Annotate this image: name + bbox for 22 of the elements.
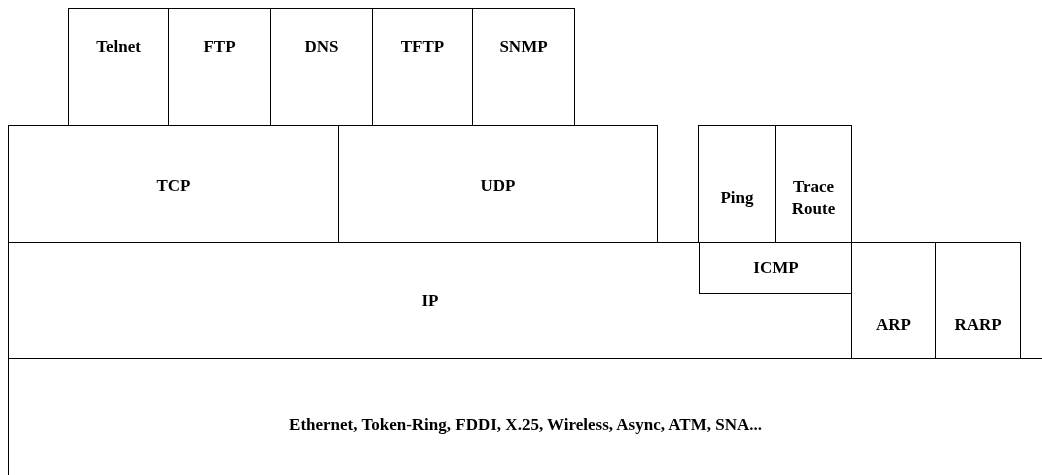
protocol-label: UDP	[480, 175, 516, 197]
protocol-label: TFTP	[400, 36, 445, 58]
protocol-box	[472, 8, 575, 126]
protocol-box	[699, 242, 853, 294]
protocol-label: Telnet	[96, 36, 141, 58]
protocol-label: ICMP	[753, 257, 799, 279]
protocol-label: Ping	[720, 187, 754, 209]
protocol-box	[698, 125, 776, 243]
protocol-label: TCP	[156, 175, 191, 197]
protocol-box	[935, 242, 1021, 359]
protocol-label: Ethernet, Token-Ring, FDDI, X.25, Wireless, Async, ATM, SNA...	[289, 414, 762, 436]
protocol-box	[8, 242, 852, 359]
protocol-box	[8, 358, 1042, 475]
protocol-box	[68, 8, 169, 126]
protocol-label: SNMP	[499, 36, 548, 58]
protocol-box	[775, 125, 852, 243]
protocol-label: Trace Route	[791, 176, 836, 220]
protocol-label: IP	[421, 289, 439, 312]
protocol-label: ARP	[876, 313, 911, 336]
protocol-label: RARP	[954, 313, 1002, 336]
protocol-label: DNS	[304, 36, 339, 58]
protocol-label: FTP	[203, 36, 236, 58]
